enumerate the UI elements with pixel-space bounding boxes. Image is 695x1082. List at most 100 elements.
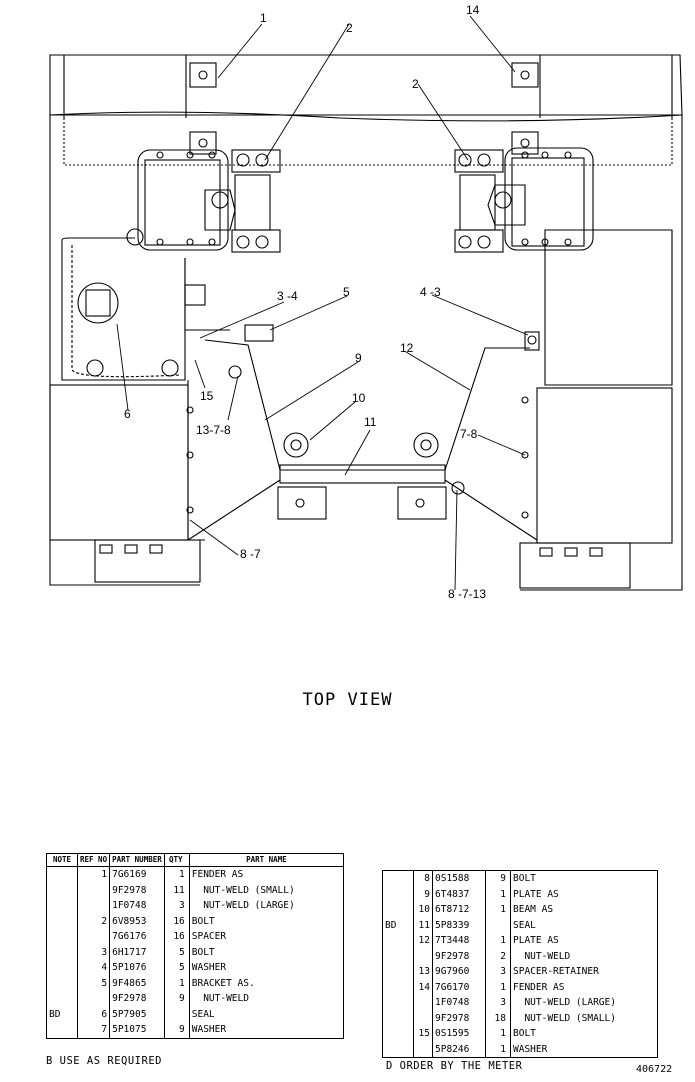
cell-part-number: 6T8712 — [432, 902, 486, 918]
cell-part-name: PLATE AS — [513, 935, 559, 946]
cell-ref-no — [413, 995, 433, 1011]
callout-5: 5 — [343, 285, 350, 299]
cell-qty: 3 — [485, 964, 511, 980]
cell-part-number: 5P8339 — [432, 917, 486, 933]
cell-ref-no — [413, 1041, 433, 1058]
cell-note — [46, 929, 78, 945]
cell-ref-no: 6 — [77, 1006, 111, 1022]
cell-part-name: WASHER — [191, 962, 227, 973]
cell-part-number: 9F4865 — [109, 975, 165, 991]
cell-qty: 1 — [485, 1026, 511, 1042]
cell-part-number: 9F2978 — [432, 1010, 486, 1026]
cell-qty: 1 — [485, 933, 511, 949]
right-platform — [524, 229, 673, 386]
right-bracket — [454, 147, 594, 253]
callout-6: 6 — [124, 407, 131, 421]
cell-part-name: FENDER AS — [191, 869, 244, 880]
cell-part-name: NUT-WELD (LARGE) — [191, 900, 295, 911]
cell-qty: 16 — [164, 913, 190, 929]
callout-2a: 2 — [346, 21, 353, 35]
cell-qty: 1 — [164, 975, 190, 991]
table-header: NOTE REF NO PART NUMBER QTY PART NAME — [46, 853, 345, 867]
cell-part-name: FENDER AS — [513, 981, 565, 993]
cell-ref-no: 13 — [413, 964, 433, 980]
cell-note — [46, 944, 78, 960]
cell-part-name: BOLT — [191, 915, 215, 927]
left-platform — [61, 237, 230, 381]
cell-part-number: 6T4837 — [432, 886, 486, 902]
cell-ref-no: 2 — [77, 913, 111, 929]
cell-part-name: BRACKET AS. — [191, 977, 255, 989]
cell-note — [46, 991, 78, 1007]
view-title: TOP VIEW — [302, 690, 393, 710]
cell-part-name: WASHER — [191, 1024, 227, 1035]
cell-qty: 5 — [164, 960, 190, 976]
cell-part-name: BOLT — [513, 873, 536, 884]
cell-part-name: WASHER — [513, 1043, 548, 1055]
cell-ref-no: 5 — [77, 975, 111, 991]
cell-part-number: 6H1717 — [109, 944, 165, 960]
cell-ref-no: 15 — [413, 1026, 433, 1042]
callout-8-7: 8 -7 — [240, 547, 261, 561]
cell-note — [382, 870, 414, 887]
footnote-d: D ORDER BY THE METER — [386, 1060, 523, 1072]
cell-part-number: 9G7960 — [432, 964, 486, 980]
cell-part-name: NUT-WELD — [513, 950, 571, 962]
cell-part-name: PLATE AS — [513, 888, 559, 900]
cell-ref-no — [77, 991, 111, 1007]
cell-ref-no — [77, 929, 111, 945]
cell-ref-no: 7 — [77, 1022, 111, 1038]
callout-15: 15 — [200, 389, 214, 403]
cell-part-number: 9F2978 — [432, 948, 486, 964]
callout-13-7-8: 13-7-8 — [196, 423, 231, 437]
cell-qty: 1 — [485, 902, 511, 918]
parts-diagram-top-view: 1 2 14 2 3 -4 5 4 -3 12 9 6 15 13-7-8 10… — [49, 3, 683, 601]
callout-4-3: 4 -3 — [420, 285, 441, 299]
cell-part-number: 9F2978 — [109, 991, 165, 1007]
cell-qty: 5 — [164, 944, 190, 960]
cell-part-number: 1F0748 — [109, 898, 165, 914]
callout-14: 14 — [466, 3, 480, 17]
cell-part-number: 5P7905 — [109, 1006, 165, 1022]
cell-qty: 9 — [164, 1022, 190, 1038]
cell-note — [46, 898, 78, 914]
cell-note: BD — [382, 917, 414, 933]
cell-qty: 18 — [485, 1010, 511, 1026]
callout-10: 10 — [352, 391, 366, 405]
cell-ref-no: 14 — [413, 979, 433, 995]
cell-note — [382, 933, 414, 949]
cell-part-number: 7T3448 — [432, 933, 486, 949]
cell-note — [46, 913, 78, 929]
cell-part-name: NUT-WELD (SMALL) — [191, 884, 295, 896]
cell-note — [382, 995, 414, 1011]
cell-note — [46, 1022, 78, 1038]
callout-8-7-13: 8 -7-13 — [448, 587, 486, 601]
cell-ref-no: 9 — [413, 886, 433, 902]
cell-qty: 11 — [164, 882, 190, 898]
cell-ref-no — [77, 882, 111, 898]
cell-note — [382, 979, 414, 995]
cell-part-number: 9F2978 — [109, 882, 165, 898]
callout-2b: 2 — [412, 77, 419, 91]
cell-qty: 16 — [164, 929, 190, 945]
cell-part-name: NUT-WELD (LARGE) — [513, 997, 616, 1008]
left-bracket — [126, 149, 281, 253]
cell-part-name: BOLT — [191, 946, 215, 958]
callout-11: 11 — [364, 415, 377, 429]
cell-note — [382, 964, 414, 980]
cell-part-name: NUT-WELD (SMALL) — [513, 1012, 616, 1024]
cell-part-name: SPACER — [191, 931, 227, 942]
